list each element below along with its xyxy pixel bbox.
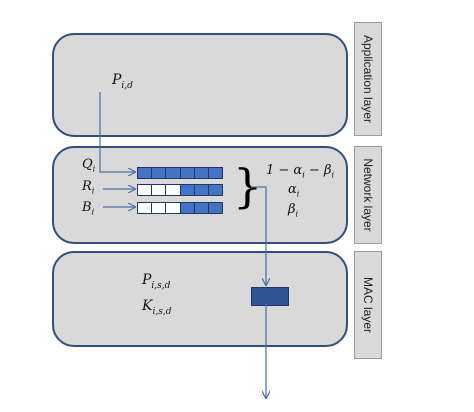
brace-to-mac-arrow (251, 186, 266, 285)
queue-r (137, 184, 223, 196)
queue-cell (151, 203, 165, 213)
prob-alpha: αi (288, 182, 300, 199)
queue-cell (179, 203, 194, 213)
queue-cell (193, 185, 208, 195)
queue-cell (193, 203, 208, 213)
mac-layer-box (52, 251, 348, 347)
application-layer-tab: Application layer (354, 22, 382, 136)
queue-cell (165, 185, 179, 195)
mac-layer-tab: MAC layer (354, 251, 382, 359)
queue-q-label: Qi (82, 157, 96, 174)
network-layer-tab: Network layer (354, 146, 382, 244)
queue-cell (165, 168, 180, 178)
queue-cell (138, 168, 152, 178)
mac-transmit-block (251, 287, 289, 306)
mac-k-label: Ki,s,d (142, 298, 172, 317)
queue-cell (179, 185, 194, 195)
mac-p-label: Pi,s,d (142, 272, 171, 291)
queue-cell (207, 203, 223, 213)
app-to-queue-arrow (99, 92, 135, 172)
queue-cell (193, 168, 208, 178)
queue-r-label: Ri (82, 179, 95, 196)
queue-b-label: Bi (82, 200, 95, 217)
application-layer-box (52, 33, 348, 137)
application-packet-label: Pi,d (112, 72, 133, 91)
queue-cell (165, 203, 179, 213)
queue-cell (151, 185, 165, 195)
queue-cell (151, 168, 166, 178)
probability-brace: } (233, 159, 263, 213)
prob-beta: βi (288, 202, 299, 219)
queue-cell (207, 168, 223, 178)
queue-b (137, 202, 223, 214)
queue-q (137, 167, 223, 179)
prob-forward: 1 − αi − βi (266, 163, 335, 180)
queue-cell (207, 185, 223, 195)
queue-cell (179, 168, 194, 178)
